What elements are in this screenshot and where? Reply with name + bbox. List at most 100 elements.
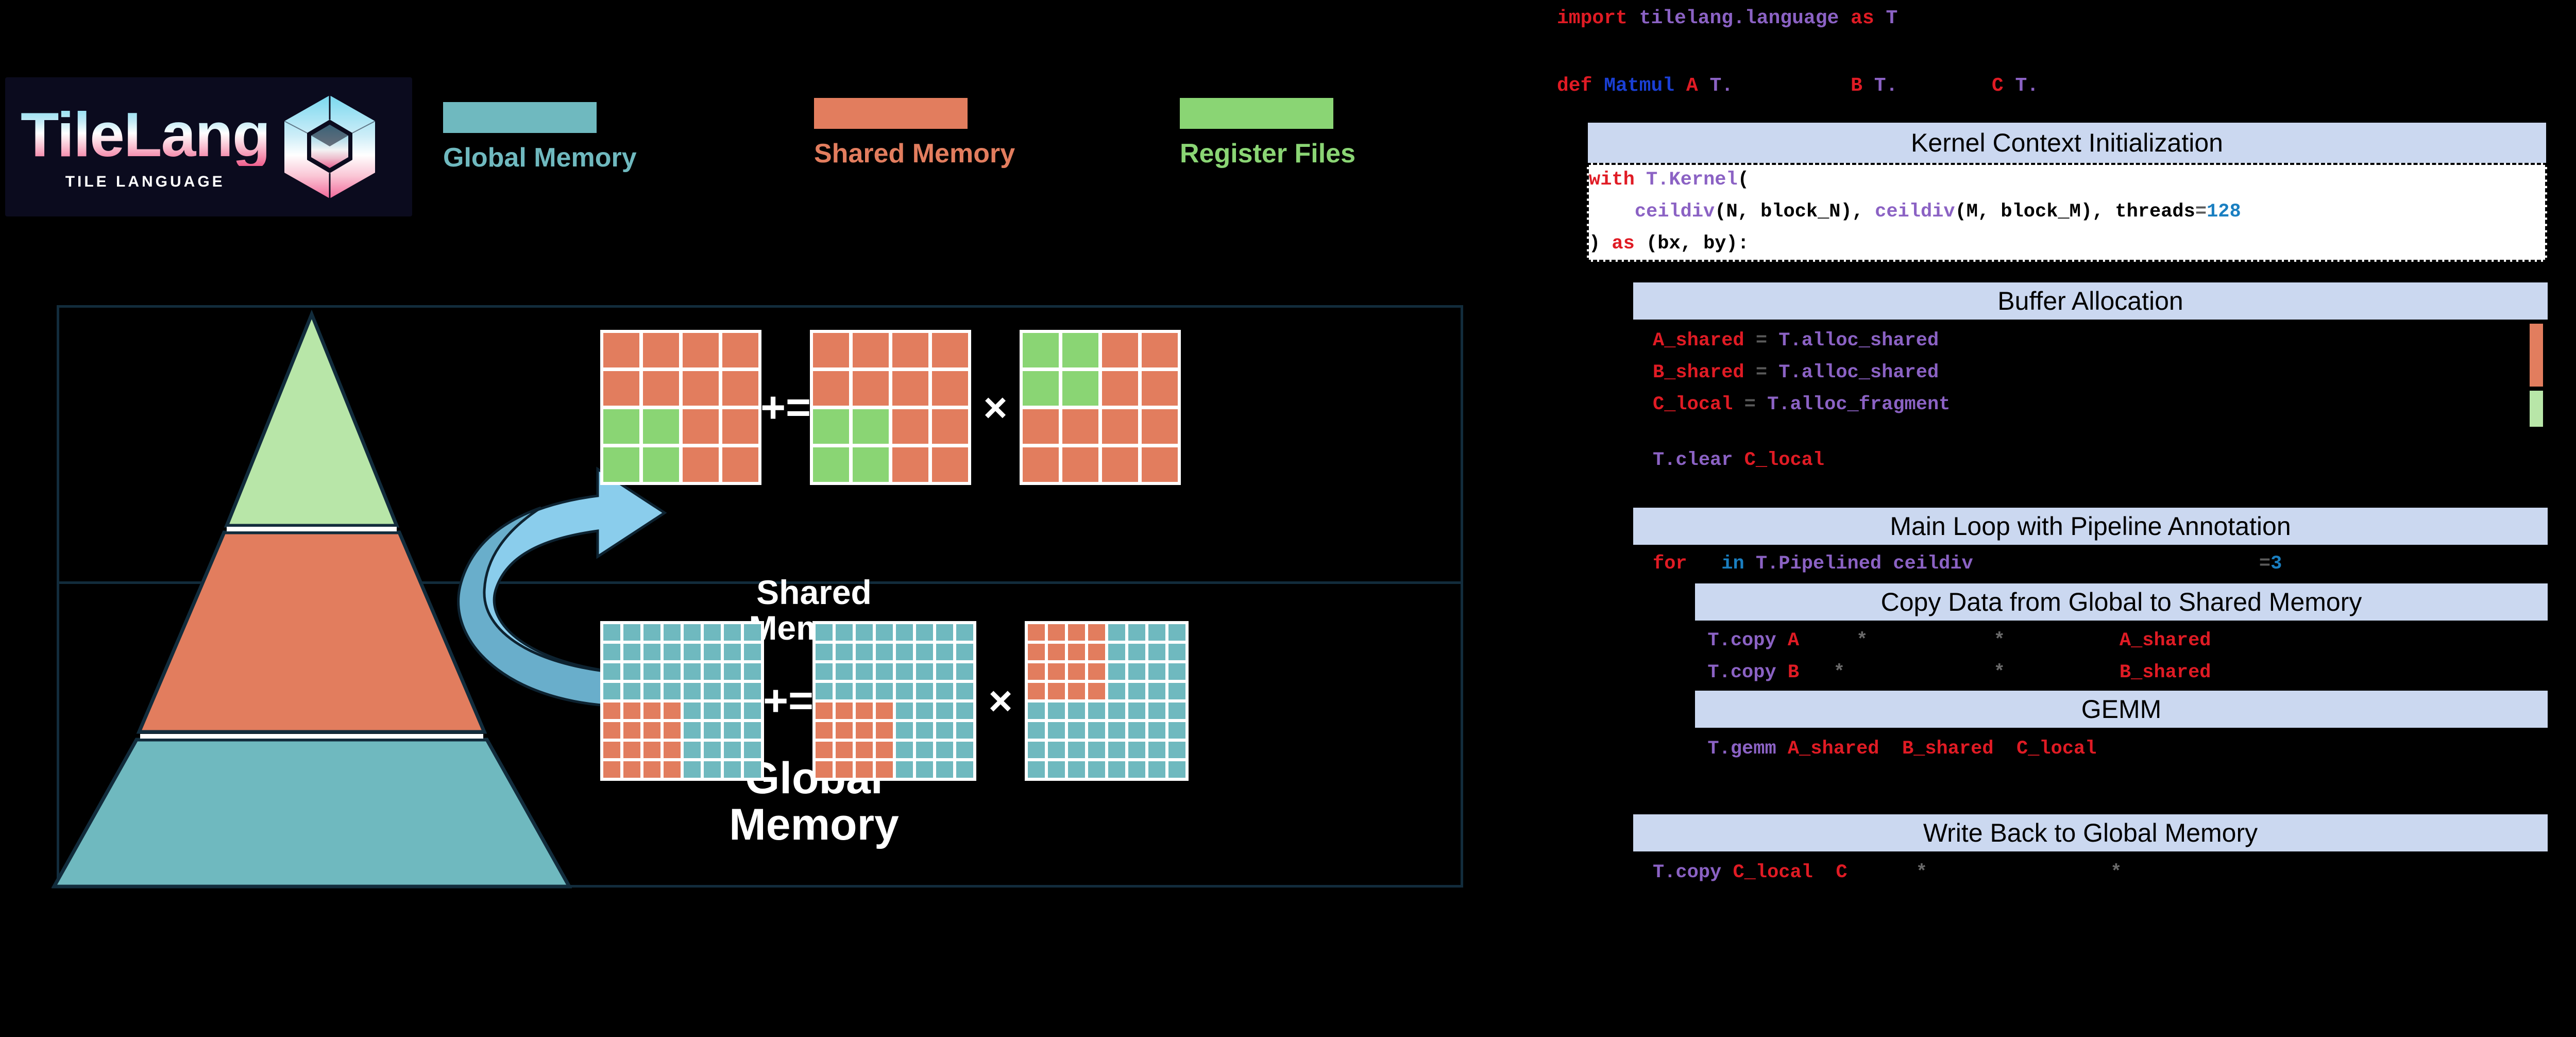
code-token (1897, 75, 1991, 97)
code-token (1744, 330, 1756, 352)
legend-item-shared-memory: Shared Memory (814, 98, 1015, 169)
matrix-cell (643, 447, 679, 482)
matrix-cell (1028, 624, 1045, 641)
register-file-marker (2530, 391, 2543, 427)
matrix-C-accum (810, 330, 971, 485)
code-token: T.alloc_fragment (1767, 394, 1951, 415)
matrix-cell (1102, 447, 1138, 482)
code-copy-line-1: T.copy A * * A_shared (1685, 630, 2211, 651)
legend-label-global-memory: Global Memory (443, 143, 637, 173)
matrix-cell (683, 371, 719, 406)
code-token: for (1653, 553, 1687, 575)
matrix-cell (936, 742, 953, 758)
matrix-cell (936, 663, 953, 680)
matrix-cell (1023, 371, 1059, 406)
code-token: in (1721, 553, 1744, 575)
banner-copy-data: Copy Data from Global to Shared Memory (1695, 583, 2548, 621)
matrix-cell (816, 624, 833, 641)
matrix-cell (704, 624, 721, 641)
matrix-cell (1108, 683, 1125, 699)
matrix-cell (932, 409, 968, 444)
code-token: B_shared (1902, 738, 1994, 760)
matrix-cell (664, 722, 681, 739)
code-token: T.copy (1707, 662, 1776, 683)
matrix-cell (1148, 683, 1165, 699)
matrix-cell (643, 409, 679, 444)
matrix-cell (1142, 447, 1178, 482)
code-token: C (1836, 862, 1848, 883)
matrix-cell (1128, 683, 1145, 699)
matrix-cell (683, 409, 719, 444)
code-token (1744, 362, 1756, 383)
matrix-cell (724, 644, 741, 660)
code-token (2005, 662, 2120, 683)
matrix-cell (816, 683, 833, 699)
code-token: T. (1709, 75, 1734, 97)
code-token: Matmul (1604, 75, 1675, 97)
matrix-cell (724, 761, 741, 778)
matrix-cell (744, 644, 761, 660)
matrix-cell (1068, 742, 1085, 758)
matrix-cell (896, 703, 913, 719)
matrix-cell (704, 761, 721, 778)
code-token (1592, 75, 1604, 97)
matrix-cell (856, 624, 873, 641)
code-token (1733, 75, 1851, 97)
matrix-cell (816, 663, 833, 680)
matrix-cell (1023, 409, 1059, 444)
matrix-cell (1062, 371, 1098, 406)
matrix-cell (664, 663, 681, 680)
code-token: (bx, by): (1634, 233, 1749, 255)
matrix-cell (916, 624, 933, 641)
matrix-cell (1088, 742, 1105, 758)
matrix-cell (916, 761, 933, 778)
matrix-cell (684, 703, 701, 719)
matrix-cell (603, 447, 639, 482)
matrix-cell (856, 742, 873, 758)
code-token (1698, 75, 1710, 97)
matrix-cell (956, 703, 973, 719)
matrix-cell (813, 371, 849, 406)
matrix-cell (936, 683, 953, 699)
matrix-cell (876, 722, 893, 739)
code-mainloop-line-1: for in T.Pipelined ceildiv =3 (1653, 553, 2282, 575)
register-tile-row: += × (600, 330, 1181, 485)
matrix-cell (1088, 624, 1105, 641)
code-token: import (1557, 7, 1628, 29)
code-token (1767, 330, 1778, 352)
code-token (1756, 394, 1767, 415)
code-token: tilelang.language (1639, 7, 1839, 29)
matrix-cell (813, 447, 849, 482)
matrix-cell (1048, 742, 1065, 758)
code-token: C_local (1733, 862, 1813, 883)
code-writeback-line-1: T.copy C_local C * * (1653, 862, 2122, 883)
code-token (1733, 449, 1744, 471)
matrix-cell (1168, 722, 1185, 739)
matrix-cell (704, 703, 721, 719)
code-token (1767, 362, 1778, 383)
matrix-cell (704, 742, 721, 758)
code-token: C (1991, 75, 2004, 97)
matrix-cell (623, 761, 640, 778)
matrix-cell (1148, 703, 1165, 719)
matrix-cell (684, 644, 701, 660)
code-token (1744, 553, 1756, 575)
matrix-cell (744, 742, 761, 758)
matrix-cell (1088, 683, 1105, 699)
banner-main-loop: Main Loop with Pipeline Annotation (1633, 508, 2548, 545)
matrix-cell (1128, 761, 1145, 778)
matrix-cell (643, 371, 679, 406)
matrix-cell (1048, 624, 1065, 641)
code-token: ceildiv (1634, 201, 1715, 223)
banner-gemm: GEMM (1695, 691, 2548, 728)
code-token (1685, 662, 1707, 683)
matrix-cell (664, 742, 681, 758)
code-copy-line-2: T.copy B * * B_shared (1685, 662, 2211, 683)
matrix-cell (896, 663, 913, 680)
matrix-cell (936, 761, 953, 778)
operator-multiply: × (983, 384, 1008, 430)
code-buffer-line-3: C_local = T.alloc_fragment (1653, 394, 1950, 415)
code-token (1879, 738, 1902, 760)
code-token: 3 (2270, 553, 2282, 575)
matrix-cell (836, 761, 853, 778)
